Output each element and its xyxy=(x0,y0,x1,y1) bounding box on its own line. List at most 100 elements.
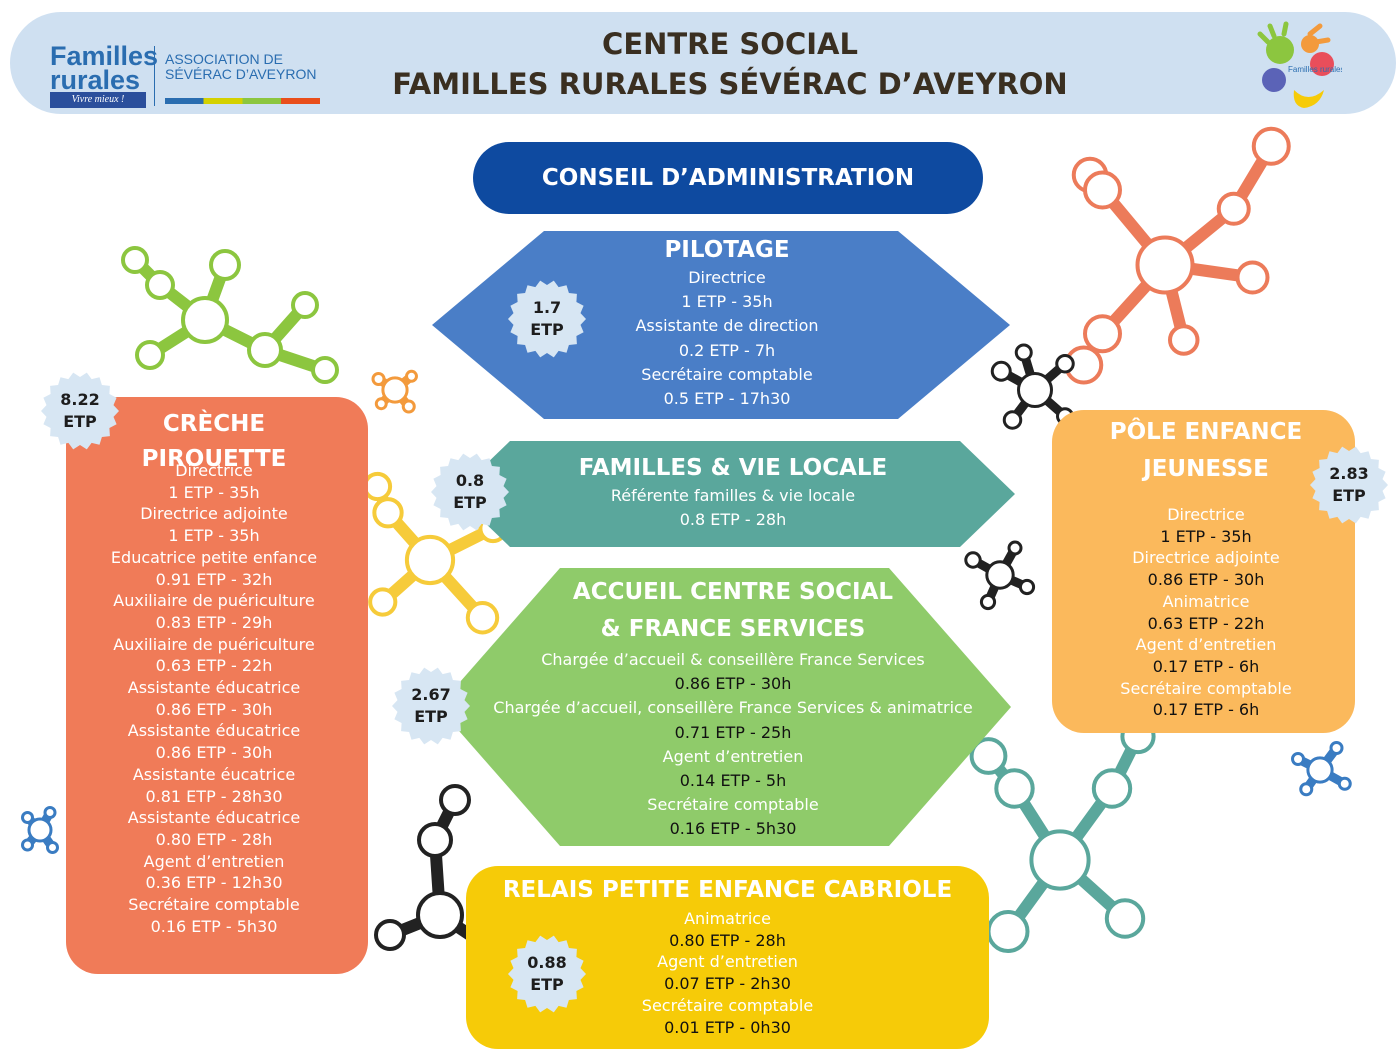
creche-line: 0.63 ETP - 22h xyxy=(155,656,273,676)
accueil-line: Chargée d’accueil & conseillère France S… xyxy=(541,650,925,669)
accueil-title-line1: ACCUEIL CENTRE SOCIAL xyxy=(572,579,894,605)
etp-value: 2.67 xyxy=(411,685,451,704)
creche-line: Assistante éducatrice xyxy=(127,808,301,828)
relais-line: Secrétaire comptable xyxy=(641,995,814,1015)
accueil-shape xyxy=(438,568,1011,846)
creche-line: Assistante éducatrice xyxy=(127,721,301,741)
creche-content: CRÈCHE PIROUETTE Directrice 1 ETP - 35h … xyxy=(66,406,362,937)
pole-title-line1: PÔLE ENFANCE xyxy=(1109,419,1303,445)
creche-line: 1 ETP - 35h xyxy=(168,526,260,546)
seal-shape xyxy=(431,453,509,531)
accueil-line: Agent d’entretien xyxy=(662,746,804,766)
seal-shape xyxy=(508,935,586,1013)
creche-line: Agent d’entretien xyxy=(143,851,285,871)
accueil-line: 0.14 ETP - 5h xyxy=(679,771,787,791)
pole-line: Agent d’entretien xyxy=(1135,635,1277,655)
creche-line: Auxiliaire de puériculture xyxy=(113,634,315,654)
pilotage-line: Secrétaire comptable xyxy=(641,364,813,384)
header-banner xyxy=(10,12,1396,114)
familles-content: FAMILLES & VIE LOCALE Référente familles… xyxy=(510,452,956,532)
etp-unit: ETP xyxy=(414,707,448,726)
pole-title-line2: JEUNESSE xyxy=(1143,456,1269,482)
etp-value: 2.83 xyxy=(1329,464,1369,483)
creche-line: 0.81 ETP - 28h30 xyxy=(145,786,283,806)
molecule-icon xyxy=(362,471,508,635)
etp-unit: ETP xyxy=(453,493,487,512)
creche-line: Assistante éducatrice xyxy=(127,678,301,698)
right-logo-text: Familles rurales xyxy=(1288,65,1342,74)
seal-shape xyxy=(508,280,586,358)
right-logo-icon: Familles rurales xyxy=(1257,21,1342,108)
logo-color-bar xyxy=(165,98,320,104)
pole-line: Animatrice xyxy=(1162,591,1250,611)
association-name: ASSOCIATION DE SÉVÉRAC D’AVEYRON xyxy=(165,52,316,82)
creche-box xyxy=(66,397,368,974)
familles-title: FAMILLES & VIE LOCALE xyxy=(578,455,888,481)
creche-title-line1: CRÈCHE xyxy=(162,411,266,437)
molecule-icon xyxy=(21,806,59,854)
relais-content: RELAIS PETITE ENFANCE CABRIOLE Animatric… xyxy=(470,872,985,1038)
pilotage-line: Directrice xyxy=(688,268,766,287)
molecule-icon xyxy=(371,369,418,414)
creche-line: Auxiliaire de puériculture xyxy=(113,591,315,611)
logo-text-line1: Familles xyxy=(50,41,159,71)
association-line2: SÉVÉRAC D’AVEYRON xyxy=(165,66,317,82)
molecule-icon xyxy=(969,718,1156,953)
molecule-icon xyxy=(121,246,339,384)
seal-shape xyxy=(1310,446,1388,524)
pole-line: Secrétaire comptable xyxy=(1120,678,1292,698)
familles-line: Référente familles & vie locale xyxy=(610,486,856,505)
pilotage-line: 1 ETP - 35h xyxy=(681,292,773,312)
creche-line: 0.83 ETP - 29h xyxy=(155,612,273,632)
pole-line: 1 ETP - 35h xyxy=(1160,526,1252,546)
familles-shape xyxy=(455,441,1015,547)
familles-line: 0.8 ETP - 28h xyxy=(679,510,787,530)
logo-text-line2: rurales xyxy=(50,65,141,95)
etp-value: 1.7 xyxy=(532,298,562,317)
accueil-line: 0.71 ETP - 25h xyxy=(674,722,792,742)
creche-line: Directrice adjointe xyxy=(140,504,288,524)
etp-unit: ETP xyxy=(530,975,564,994)
relais-line: 0.01 ETP - 0h30 xyxy=(664,1017,791,1037)
seal-shape xyxy=(392,667,470,745)
pole-box xyxy=(1052,410,1355,733)
association-line1: ASSOCIATION DE xyxy=(165,51,283,67)
molecule-icon xyxy=(1291,741,1352,797)
page-title-line1: CENTRE SOCIAL xyxy=(602,27,858,61)
familles-rurales-logo: Familles rurales xyxy=(50,41,159,95)
accueil-line: 0.16 ETP - 5h30 xyxy=(669,819,797,839)
creche-line: 0.80 ETP - 28h xyxy=(155,829,273,849)
creche-line: 0.86 ETP - 30h xyxy=(155,743,273,763)
etp-value: 8.22 xyxy=(60,390,100,409)
creche-line: Assistante éucatrice xyxy=(132,764,296,784)
seal-shape xyxy=(41,372,119,450)
pilotage-shape xyxy=(432,231,1010,419)
conseil-administration-box: CONSEIL D’ADMINISTRATION xyxy=(473,142,983,214)
pole-line: 0.17 ETP - 6h xyxy=(1152,656,1260,676)
pole-line: 0.86 ETP - 30h xyxy=(1147,570,1265,590)
relais-line: Agent d’entretien xyxy=(657,952,798,972)
creche-line: 0.16 ETP - 5h30 xyxy=(150,916,278,936)
etp-unit: ETP xyxy=(530,320,564,339)
creche-line: 1 ETP - 35h xyxy=(168,482,260,502)
pilotage-line: Assistante de direction xyxy=(635,316,819,336)
etp-value: 0.8 xyxy=(455,471,485,490)
pilotage-title: PILOTAGE xyxy=(664,237,790,263)
etp-unit: ETP xyxy=(1332,486,1366,505)
pilotage-lines: Directrice 1 ETP - 35h Assistante de dir… xyxy=(512,266,942,411)
relais-line: 0.80 ETP - 28h xyxy=(669,930,786,950)
creche-line: 0.86 ETP - 30h xyxy=(155,699,273,719)
relais-line: Animatrice xyxy=(684,909,771,928)
accueil-content: ACCUEIL CENTRE SOCIAL & FRANCE SERVICES … xyxy=(468,574,998,842)
pilotage-line: 0.5 ETP - 17h30 xyxy=(663,389,791,409)
logo-tagline: Vivre mieux ! xyxy=(50,92,146,108)
molecule-icon xyxy=(1064,126,1291,385)
accueil-line: Secrétaire comptable xyxy=(647,795,819,815)
creche-line: Directrice xyxy=(175,461,253,480)
pole-line: Directrice adjointe xyxy=(1132,548,1280,568)
